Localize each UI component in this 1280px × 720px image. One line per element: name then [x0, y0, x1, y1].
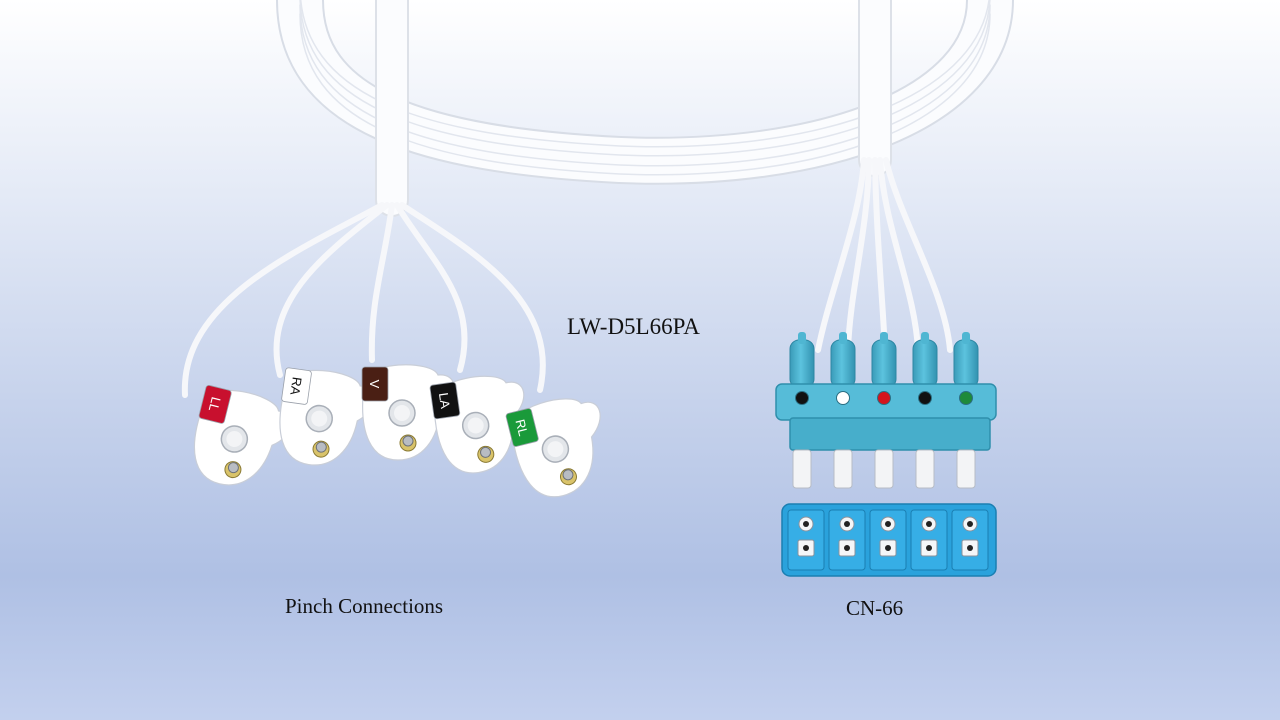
- connector-tube: [789, 339, 815, 389]
- connector-pin: [833, 449, 853, 489]
- model-number-caption: LW-D5L66PA: [567, 314, 700, 339]
- lead-label-ll: LL: [206, 395, 224, 413]
- pinch-clip-ra: RA: [279, 367, 376, 466]
- color-dot: [795, 391, 809, 405]
- color-dot: [959, 391, 973, 405]
- lead-label-ra: RA: [287, 376, 304, 396]
- connector-lead-wires: [815, 157, 953, 353]
- lead-label-v: V: [367, 380, 382, 389]
- connector-pin: [792, 449, 812, 489]
- cn-66-connector: [775, 332, 997, 489]
- connector-pin: [915, 449, 935, 489]
- connector-pin: [874, 449, 894, 489]
- connector-tube: [912, 339, 938, 389]
- pinch-lead-wires: [181, 202, 546, 398]
- connector-tube: [953, 339, 979, 389]
- color-dot: [836, 391, 850, 405]
- connector-pin: [956, 449, 976, 489]
- color-dot: [877, 391, 891, 405]
- receptacle-block: [781, 503, 997, 577]
- pinch-clip-rl: RL: [505, 398, 601, 498]
- ribbon-cable-loop: [276, 0, 1014, 217]
- color-dot: [918, 391, 932, 405]
- connector-tube: [871, 339, 897, 389]
- pinch-connections-caption: Pinch Connections: [285, 594, 444, 618]
- connector-caption: CN-66: [846, 596, 904, 620]
- lead-label-rl: RL: [512, 418, 531, 438]
- pinch-clip-la: LA: [429, 375, 525, 474]
- lead-label-la: LA: [436, 392, 453, 410]
- connector-tube: [830, 339, 856, 389]
- pinch-clip-ll: LL: [193, 384, 293, 486]
- pinch-clips: LL RA V LA RL: [193, 364, 601, 498]
